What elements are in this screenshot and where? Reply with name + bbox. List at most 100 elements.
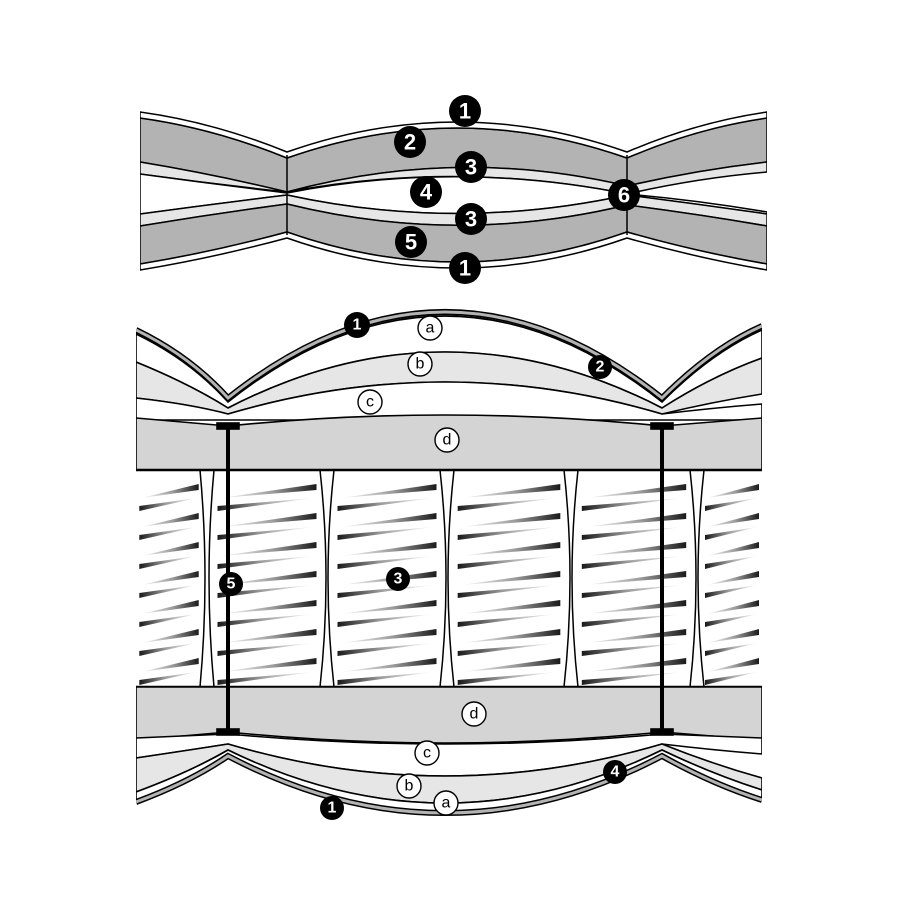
spring-coil-segment <box>457 585 557 598</box>
label-text: b <box>416 356 425 373</box>
spring-coil-segment <box>705 643 758 656</box>
spring-coil-segment <box>220 484 317 498</box>
label-b1b: 1 <box>320 796 344 820</box>
spring-coil-segment <box>705 527 758 540</box>
tuft-button <box>216 728 240 736</box>
spring-coil-segment <box>461 658 561 672</box>
label-t1b: 1 <box>449 252 481 284</box>
spring-coil-segment <box>141 658 199 672</box>
spring-coil-segment <box>139 672 197 685</box>
label-b5: 5 <box>219 572 243 596</box>
spring-coil-segment <box>141 629 199 643</box>
label-bb1: b <box>407 351 433 377</box>
spring-coil-segment <box>340 542 437 556</box>
spring-coil-segment <box>706 658 759 672</box>
label-bc1: c <box>357 389 383 415</box>
spring-coil-segment <box>705 498 758 511</box>
spring-coil-segment <box>706 484 759 498</box>
spring-coil-segment <box>139 585 197 598</box>
spring-coil-segment <box>457 643 557 656</box>
label-text: 1 <box>459 99 471 124</box>
spring-coil-segment <box>217 527 314 540</box>
spring-coil-segment <box>220 629 317 643</box>
label-text: d <box>470 706 479 723</box>
spring-coil-segment <box>461 571 561 585</box>
label-t4: 4 <box>410 176 442 208</box>
spring-coil-segment <box>141 513 199 527</box>
label-text: a <box>426 320 435 337</box>
spring-coil-segment <box>581 585 683 598</box>
bottom-diagram-labels: 1 a b 2 c d 5 3 d c 4 b a 1 <box>219 312 627 820</box>
pocket-springs <box>139 484 759 685</box>
label-text: 1 <box>459 256 471 281</box>
spring-coil-segment <box>340 629 437 643</box>
spring-coil-segment <box>581 527 683 540</box>
label-text: 2 <box>404 130 416 155</box>
spring-coil-segment <box>457 672 557 685</box>
spring-coil-segment <box>705 556 758 569</box>
spring-coil-segment <box>706 513 759 527</box>
label-b2: 2 <box>588 355 612 379</box>
spring-coil-segment <box>461 484 561 498</box>
label-t3a: 3 <box>455 151 487 183</box>
label-text: 3 <box>465 155 477 180</box>
label-text: b <box>405 778 414 795</box>
spring-coil-segment <box>139 498 197 511</box>
label-ba2: a <box>433 790 459 816</box>
label-text: d <box>443 432 452 449</box>
spring-coil-segment <box>461 600 561 614</box>
spring-coil-segment <box>220 600 317 614</box>
lower-insulator-d <box>136 686 762 744</box>
label-b3: 3 <box>386 567 410 591</box>
spring-coil-segment <box>340 513 437 527</box>
label-text: 4 <box>420 180 433 205</box>
label-text: 4 <box>611 764 620 781</box>
tuft-button <box>216 422 240 430</box>
label-text: 2 <box>596 359 605 376</box>
spring-coil-segment <box>706 542 759 556</box>
spring-coil-segment <box>340 658 437 672</box>
label-b1a: 1 <box>344 312 370 338</box>
upper-layer-c <box>136 381 762 421</box>
label-text: a <box>442 795 451 812</box>
label-t6: 6 <box>608 179 640 211</box>
label-text: 1 <box>328 800 337 817</box>
tuft-button <box>650 728 674 736</box>
label-bd2: d <box>461 701 487 727</box>
spring-coil-segment <box>217 672 314 685</box>
top-diagram-labels: 1 2 3 4 6 3 5 1 <box>394 95 640 284</box>
spring-coil-segment <box>217 556 314 569</box>
spring-coil-segment <box>141 600 199 614</box>
upper-ticking-cover-inner <box>136 310 762 401</box>
spring-coil-segment <box>337 672 434 685</box>
label-t1a: 1 <box>449 95 481 127</box>
spring-coil-segment <box>217 498 314 511</box>
spring-coil-segment <box>461 542 561 556</box>
tuft-button <box>650 422 674 430</box>
label-text: c <box>366 394 374 411</box>
spring-coil-segment <box>337 527 434 540</box>
label-t3b: 3 <box>455 203 487 235</box>
spring-coil-segment <box>141 484 199 498</box>
spring-coil-segment <box>581 643 683 656</box>
spring-coil-segment <box>581 556 683 569</box>
label-bc2: c <box>414 740 440 766</box>
label-text: 6 <box>618 183 630 208</box>
spring-coil-segment <box>706 629 759 643</box>
label-text: 3 <box>465 207 477 232</box>
spring-coil-segment <box>217 585 314 598</box>
spring-coil-segment <box>337 585 434 598</box>
spring-coil-segment <box>139 643 197 656</box>
spring-coil-segment <box>705 585 758 598</box>
spring-coil-segment <box>461 629 561 643</box>
label-bb2: b <box>396 773 422 799</box>
spring-coil-segment <box>581 672 683 685</box>
spring-coil-segment <box>217 643 314 656</box>
bottom-mattress-section <box>136 309 762 816</box>
spring-coil-segment <box>220 513 317 527</box>
spring-coil-segment <box>705 614 758 627</box>
label-text: 5 <box>405 230 417 255</box>
label-text: 1 <box>353 317 362 334</box>
